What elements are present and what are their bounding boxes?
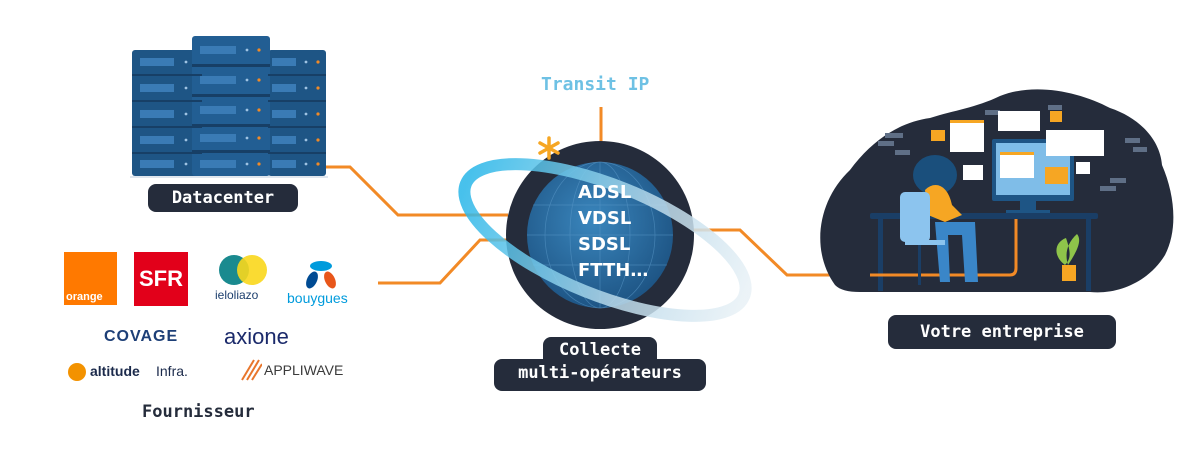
- chart-card-icon: [1076, 162, 1090, 174]
- chair: [900, 192, 930, 242]
- tech-vdsl: VDSL: [578, 208, 632, 229]
- collecte-label-bottom: [494, 359, 706, 391]
- gear-card-icon: [1050, 111, 1062, 122]
- entreprise-label: Votre entreprise: [888, 315, 1116, 349]
- collecte-label: Collecte multi-opérateurs: [518, 340, 682, 383]
- plant: [1056, 234, 1080, 265]
- sfr-logo: SFR: [134, 252, 188, 306]
- appliwave-logo: APPLIWAVE: [240, 358, 355, 386]
- axione-logo: axione: [224, 324, 289, 349]
- ielo-liazo-logo: ieloliazo: [215, 255, 275, 310]
- appliwave-emblem-icon: [241, 359, 262, 381]
- transit-ip-label: Transit IP: [541, 74, 650, 95]
- cable: [870, 219, 1018, 277]
- window-card-2: [998, 111, 1040, 131]
- tech-ftth: FTTH…: [578, 260, 649, 281]
- sparkle-icon: [538, 136, 560, 160]
- fournisseur-label: Fournisseur: [142, 402, 255, 422]
- tech-sdsl: SDSL: [578, 234, 631, 255]
- line-datacenter-to-collecte: [325, 165, 508, 217]
- liazo-circle-icon: [237, 255, 267, 285]
- collecte-label-top: [543, 337, 657, 361]
- altitude-emblem-icon: [68, 363, 86, 381]
- orange-logo: orange: [64, 252, 117, 305]
- window-card-1: [950, 120, 984, 152]
- tech-adsl: ADSL: [578, 182, 632, 203]
- woman-legs: [935, 222, 978, 282]
- window-card-3: [1046, 130, 1104, 156]
- share-icon: [931, 130, 945, 141]
- globe-technologies: ADSL VDSL SDSL FTTH…: [578, 180, 648, 284]
- lock-card-icon: [963, 165, 983, 180]
- calendar-card-icon: [1045, 167, 1068, 184]
- bouygues-emblem-icon: [306, 261, 336, 289]
- orbit-ring: [458, 158, 752, 322]
- datacenter-label: Datacenter: [148, 184, 298, 212]
- woman-hair: [913, 155, 957, 195]
- woman-body: [925, 185, 962, 222]
- bouygues-logo: bouygues: [287, 258, 355, 310]
- covage-logo: COVAGE: [104, 328, 179, 345]
- altitude-infra-logo: altitude Infra.: [68, 360, 208, 386]
- window-card-4: [1000, 152, 1034, 178]
